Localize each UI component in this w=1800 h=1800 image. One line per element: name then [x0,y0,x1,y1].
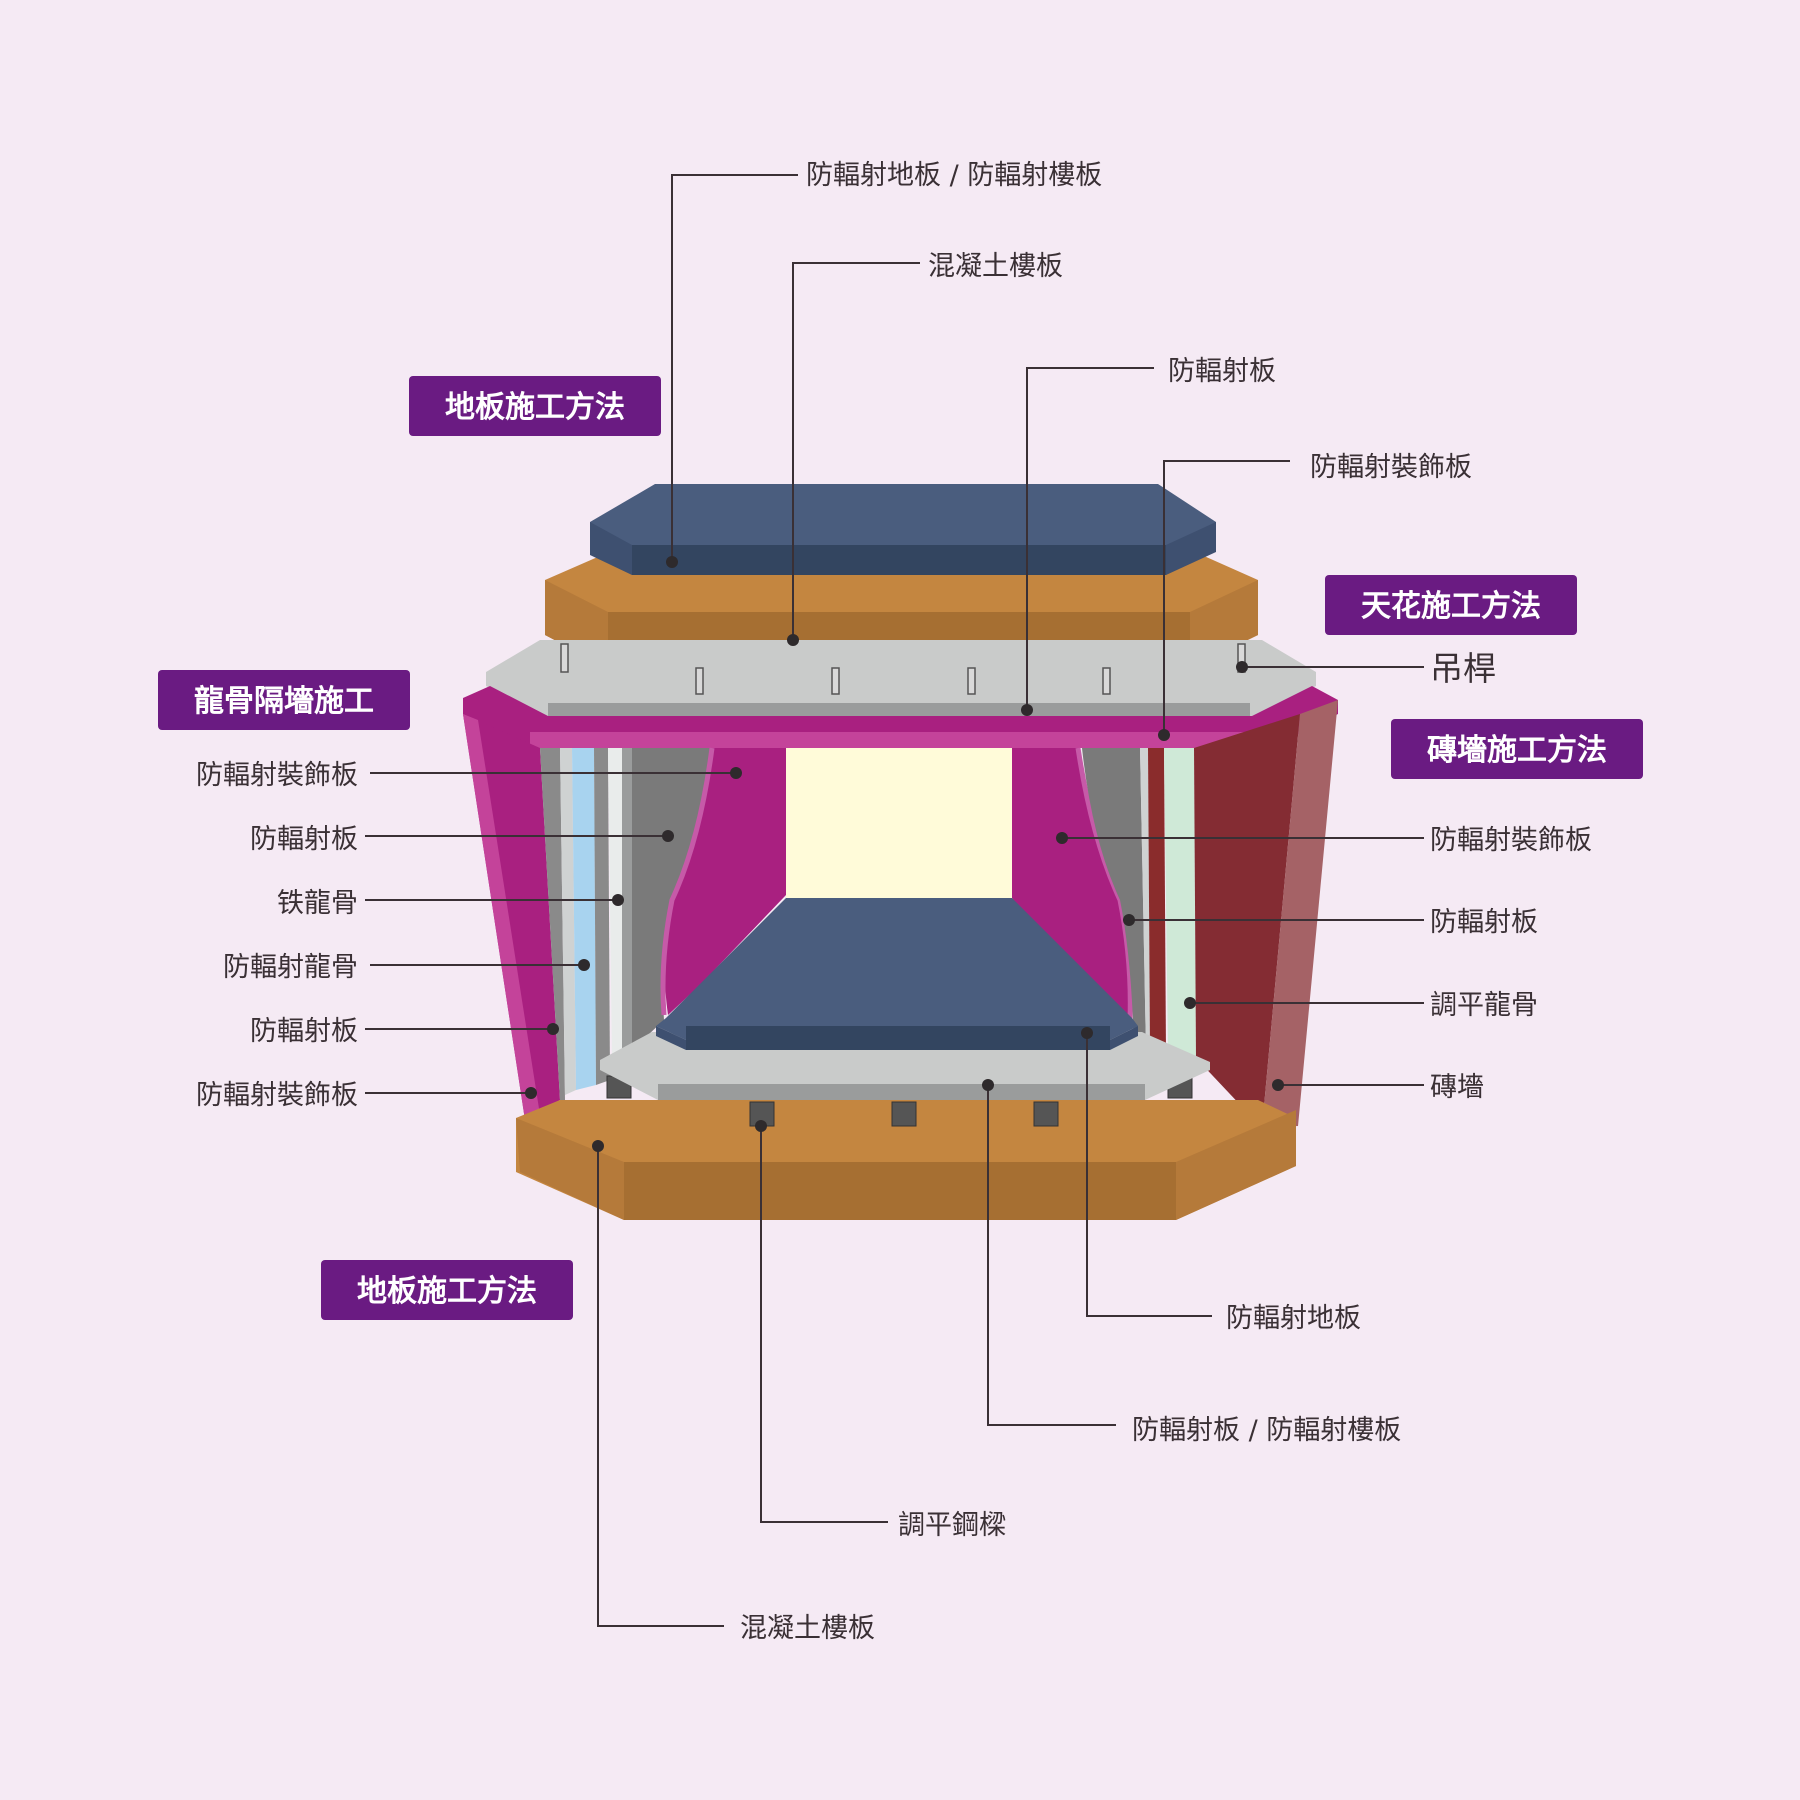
label-left-rad-stud: 防輻射龍骨 [223,952,358,983]
label-right-brick: 磚墻 [1430,1072,1484,1103]
back-wall-window [786,748,1012,898]
label-bottom-concrete: 混凝土樓板 [740,1613,875,1644]
label-right-level-stud: 調平龍骨 [1430,990,1538,1021]
label-left-iron-stud: 铁龍骨 [277,888,358,919]
badge-floor-bottom-text: 地板施工方法 [357,1274,537,1309]
label-hanger-rod: 吊桿 [1430,649,1496,688]
label-bottom-floor-board: 防輻射地板 [1226,1303,1361,1334]
label-left-deco-2: 防輻射裝飾板 [196,1080,358,1111]
label-left-board-1: 防輻射板 [250,824,358,855]
badge-ceiling-text: 天花施工方法 [1361,589,1541,624]
label-right-deco: 防輻射裝飾板 [1430,825,1592,856]
label-left-board-2: 防輻射板 [250,1016,358,1047]
bottom-floor-board [656,898,1138,1050]
badge-brick-wall-text: 磚墻施工方法 [1427,733,1607,768]
badge-floor-top: 地板施工方法 [409,376,661,436]
ceiling-decorative-board [463,686,1338,748]
badge-floor-top-text: 地板施工方法 [445,390,625,425]
leader-lines [365,174,1424,1627]
right-wall [1012,700,1338,1128]
label-ceiling-board: 防輻射板 [1168,356,1276,387]
label-right-board: 防輻射板 [1430,907,1538,938]
badge-ceiling: 天花施工方法 [1325,575,1577,635]
badge-brick-wall: 磚墻施工方法 [1391,719,1643,779]
label-ceiling-deco: 防輻射裝飾板 [1310,452,1472,483]
badge-floor-bottom: 地板施工方法 [321,1260,573,1320]
label-bottom-board-slab: 防輻射板 / 防輻射樓板 [1132,1415,1401,1446]
ceiling-panel [486,640,1316,718]
leader-dots [525,556,1284,1152]
badge-stud-wall-text: 龍骨隔墻施工 [194,684,374,719]
label-top-floor-board: 防輻射地板 / 防輻射樓板 [806,160,1102,191]
label-top-concrete: 混凝土樓板 [928,251,1063,282]
label-bottom-level-beam: 調平鋼樑 [898,1510,1006,1541]
hanger-rods [560,643,1246,695]
badge-stud-wall: 龍骨隔墻施工 [158,670,410,730]
top-floor-board [590,484,1216,575]
label-left-deco-1: 防輻射裝飾板 [196,760,358,791]
